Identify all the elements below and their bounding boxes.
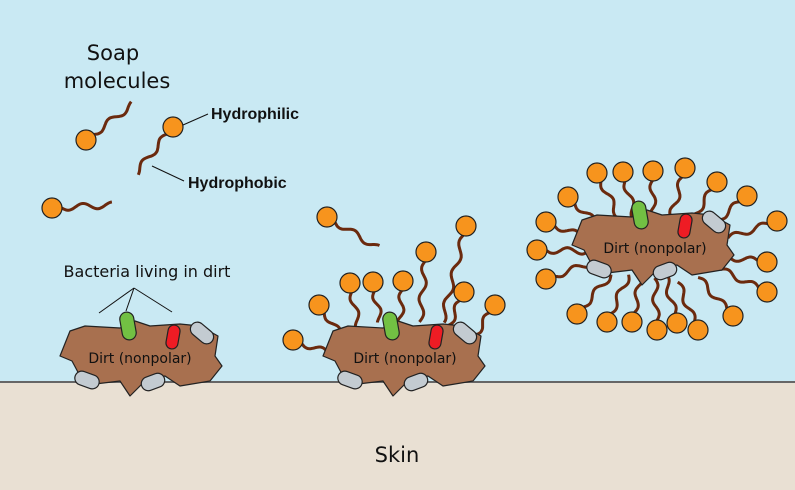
hydrophilic-head <box>75 129 97 151</box>
bacterium <box>382 311 400 341</box>
hydrophobic-tail <box>676 280 697 322</box>
hydrophilic-head <box>362 271 384 293</box>
hydrophilic-head <box>706 171 728 193</box>
hydrophilic-head <box>566 303 588 325</box>
hydrophilic-head <box>766 210 788 232</box>
bacteria-label: Bacteria living in dirt <box>64 262 231 281</box>
dirt-particles <box>59 200 735 397</box>
hydrophobic-tail <box>609 274 631 316</box>
skin-surface <box>0 382 795 490</box>
bacterium <box>165 324 181 350</box>
hydrophilic-head <box>666 312 688 334</box>
hydrophobic-tail <box>417 260 428 323</box>
bacterium <box>140 372 166 392</box>
bacterium <box>652 261 678 281</box>
hydrophobic-tail <box>599 180 621 221</box>
bacterium <box>452 321 478 345</box>
hydrophilic-head <box>526 239 548 261</box>
hydrophilic-head <box>535 211 557 233</box>
hydrophilic-label: Hydrophilic <box>211 106 299 123</box>
bacterium <box>586 259 612 279</box>
dirt-label-1: Dirt (nonpolar) <box>88 351 191 367</box>
hydrophilic-head <box>162 116 184 138</box>
hydrophilic-head <box>756 251 778 273</box>
bacterium <box>74 370 100 390</box>
hydrophilic-head <box>535 268 557 290</box>
hydrophobic-tail <box>395 289 406 323</box>
dirt-label-2: Dirt (nonpolar) <box>353 351 456 367</box>
bacterium <box>677 213 693 239</box>
hydrophobic-tail <box>93 100 133 136</box>
bacterium <box>189 321 215 345</box>
hydrophilic-head <box>586 162 608 184</box>
hydrophobic-tail <box>651 277 661 322</box>
bacterium <box>403 372 429 392</box>
hydrophobic-pointer <box>151 165 185 182</box>
hydrophilic-head <box>308 294 330 316</box>
hydrophilic-pointer <box>182 113 209 126</box>
hydrophobic-tail <box>136 132 168 176</box>
hydrophilic-head <box>674 157 696 179</box>
hydrophilic-head <box>282 329 304 351</box>
hydrophobic-tail <box>663 271 678 315</box>
hydrophilic-head <box>339 272 361 294</box>
hydrophilic-head <box>392 270 414 292</box>
hydrophilic-head <box>612 161 634 183</box>
hydrophilic-head <box>687 319 709 341</box>
hydrophilic-head <box>484 294 506 316</box>
hydrophilic-head <box>621 311 643 333</box>
hydrophilic-head <box>316 206 338 228</box>
hydrophobic-tail <box>726 221 769 240</box>
hydrophilic-head <box>642 160 664 182</box>
hydrophilic-head <box>557 186 579 208</box>
hydrophilic-head <box>41 197 63 219</box>
hydrophilic-head <box>455 215 477 237</box>
hydrophobic-tail <box>441 233 465 324</box>
hydrophilic-head <box>596 311 618 333</box>
hydrophilic-head <box>646 319 668 341</box>
soap-heads <box>41 116 788 351</box>
skin-label: Skin <box>375 443 420 467</box>
hydrophilic-head <box>756 281 778 303</box>
hydrophobic-label: Hydrophobic <box>188 175 287 192</box>
bacterium <box>337 370 363 390</box>
hydrophobic-tail <box>582 274 613 309</box>
bacterium <box>701 210 727 234</box>
hydrophobic-tail <box>60 200 113 212</box>
hydrophobic-tail <box>720 267 761 289</box>
hydrophilic-head <box>722 305 744 327</box>
hydrophilic-head <box>736 185 758 207</box>
hydrophilic-head <box>415 241 437 263</box>
hydrophobic-tail <box>697 276 729 310</box>
hydrophobic-tail <box>622 180 638 224</box>
title-line-1: Soap <box>87 41 139 65</box>
hydrophobic-tail <box>371 290 383 323</box>
title-line-2: molecules <box>64 69 171 93</box>
hydrophilic-head <box>453 281 475 303</box>
hydrophobic-tail <box>668 175 684 219</box>
bacteria-pointers <box>98 287 173 314</box>
hydrophobic-tail <box>545 246 590 256</box>
bacterium <box>428 324 444 350</box>
bacterium <box>119 311 137 341</box>
hydrophobic-tail <box>333 220 381 247</box>
bacterium <box>631 200 649 230</box>
dirt-label-3: Dirt (nonpolar) <box>603 241 706 257</box>
